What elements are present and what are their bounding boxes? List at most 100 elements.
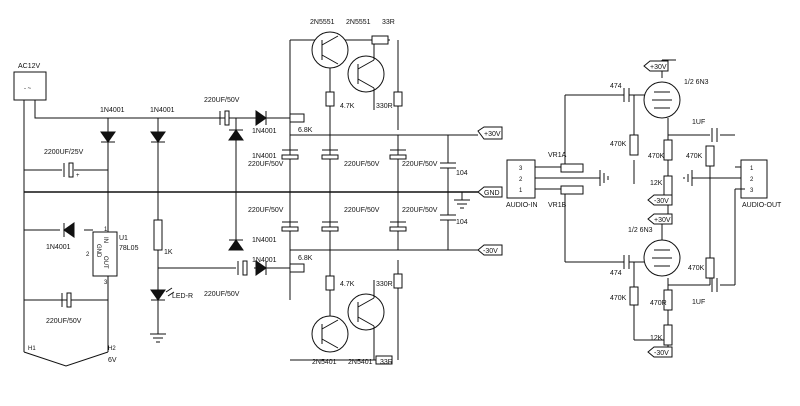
led-resistor <box>153 219 163 290</box>
tube-bottom-cathode-resistor-label: 12K <box>650 335 663 342</box>
tube-top-plus-label: +30V <box>650 64 667 71</box>
tube-top-grid-resistor-label: 470K <box>610 141 627 148</box>
lower-resistor-6k8-label: 6.8K <box>298 255 313 262</box>
upper-cap-c-label: 220UF/50V <box>402 161 438 168</box>
tube-bottom-output-cap-label: 1UF <box>692 299 705 306</box>
tube-bottom-bleed-resistor-label: 470K <box>688 265 705 272</box>
filter-capacitor-plus: + <box>76 173 80 179</box>
lower-coupling-capacitor <box>237 260 248 276</box>
svg-text:3: 3 <box>750 188 754 194</box>
tube-top-input-cap-label: 474 <box>610 83 622 90</box>
audio-in-connector: 3 2 1 <box>506 159 536 199</box>
tube-top-output-cap <box>711 128 718 142</box>
regulator-capacitor-label: 220UF/50V <box>46 318 82 325</box>
volume-pot-a-label: VR1A <box>548 152 567 159</box>
tube-bottom-input-cap-label: 474 <box>610 270 622 277</box>
tube-bottom-label: 1/2 6N3 <box>628 227 653 234</box>
rectifier-diode-2 <box>150 118 166 220</box>
led-label: LED-R <box>172 293 193 300</box>
tube-top-bleed-resistor <box>705 145 715 167</box>
lower-cap-c-label: 220UF/50V <box>402 207 438 214</box>
svg-text:1: 1 <box>519 188 523 194</box>
tube-top-input-cap <box>623 88 630 102</box>
tube-top-cathode-resistor <box>663 175 673 197</box>
rail-plus30-tag <box>477 126 503 140</box>
output-6v-wire <box>23 351 109 367</box>
power-led <box>150 287 175 334</box>
lower-cap-c <box>389 192 407 250</box>
lower-bypass-cap-label: 104 <box>456 219 468 226</box>
upper-diode-b <box>228 129 244 141</box>
lower-resistor-330r <box>393 273 403 289</box>
upper-resistor-6k8-label: 6.8K <box>298 127 313 134</box>
tube-bottom-plus-tag <box>647 213 673 225</box>
lower-resistor-6k8 <box>289 263 305 273</box>
audio-out-connector: 1 2 3 <box>740 159 768 199</box>
voltage-regulator: IN GND OUT 1 2 3 <box>86 227 118 286</box>
tube-bottom-cathode-resistor <box>663 324 673 346</box>
upper-cap-a <box>281 149 299 160</box>
upper-resistor-4k7-label: 4.7K <box>340 103 355 110</box>
ac-input-label: AC12V <box>18 63 41 70</box>
tube-top-cathode-resistor-label: 12K <box>650 180 663 187</box>
lower-transistor-a <box>311 290 349 353</box>
volume-pot-b-label: VR1B <box>548 202 567 209</box>
lower-resistor-4k7-label: 4.7K <box>340 281 355 288</box>
svg-text:3: 3 <box>104 280 108 286</box>
upper-resistor-6k8 <box>289 113 305 123</box>
upper-resistor-4k7 <box>325 91 335 107</box>
ground-symbol-output <box>683 170 745 186</box>
tube-bottom-plate-resistor-label: 470R <box>650 300 667 307</box>
lower-transistor-b-label: 2N5401 <box>348 359 373 366</box>
lower-diode-b <box>228 239 244 251</box>
tube-bottom <box>643 239 681 277</box>
tube-top-wires <box>629 59 745 250</box>
lower-cap-a-label: 220UF/50V <box>248 207 284 214</box>
ac-line-wire <box>23 100 286 352</box>
header-h1: H1 <box>28 346 36 352</box>
upper-transistor-b <box>347 40 385 110</box>
tube-top-bleed-resistor-label: 470K <box>686 153 703 160</box>
upper-coupling-capacitor <box>219 110 230 126</box>
output-6v-label: 6V <box>108 357 117 364</box>
upper-bypass-capacitor <box>440 135 456 192</box>
lower-cap-a <box>281 221 299 232</box>
upper-resistor-330r <box>393 91 403 107</box>
upper-cap-b <box>321 100 339 192</box>
regulator-ref: U1 <box>119 235 128 242</box>
rectifier-diode-1 <box>100 118 116 250</box>
svg-text:1: 1 <box>750 166 754 172</box>
svg-text:2: 2 <box>519 177 523 183</box>
audio-in-wires <box>535 94 624 263</box>
tube-bottom-grid-resistor-label: 470K <box>610 295 627 302</box>
ground-symbol-input <box>599 170 609 186</box>
svg-text:GND: GND <box>95 244 101 258</box>
audio-out-label: AUDIO-OUT <box>742 202 782 209</box>
svg-text:OUT: OUT <box>102 256 108 269</box>
upper-diode-b-label: 1N4001 <box>252 153 277 160</box>
tube-top-plate-resistor <box>663 139 673 161</box>
tube-top-plate-resistor-label: 470K <box>648 153 665 160</box>
upper-resistor-33r <box>371 35 389 45</box>
ac-input-connector: - ~ <box>13 71 47 101</box>
upper-diode-a-label: 1N4001 <box>252 128 277 135</box>
upper-resistor-330r-label: 330R <box>376 103 393 110</box>
tube-bottom-minus-tag <box>647 346 673 358</box>
volume-pot-b <box>560 185 584 195</box>
lower-resistor-33r-label: 33R <box>380 359 393 366</box>
tube-top-output-cap-label: 1UF <box>692 119 705 126</box>
regulator-diode <box>63 222 75 238</box>
tube-bottom-bleed-resistor <box>705 257 715 279</box>
svg-text:3: 3 <box>519 166 523 172</box>
tube-bottom-grid-resistor <box>629 286 639 306</box>
upper-cap-b-label: 220UF/50V <box>344 161 380 168</box>
tube-bottom-plate-resistor <box>663 289 673 311</box>
regulator-wires <box>24 229 109 352</box>
tube-bottom-output-cap <box>711 278 718 292</box>
upper-transistor-b-label: 2N5551 <box>346 19 371 26</box>
lower-diode-b-label: 1N4001 <box>252 257 277 264</box>
tube-bottom-input-cap <box>623 255 630 269</box>
upper-cap-a-label: 220UF/50V <box>248 161 284 168</box>
svg-text:2: 2 <box>750 177 754 183</box>
